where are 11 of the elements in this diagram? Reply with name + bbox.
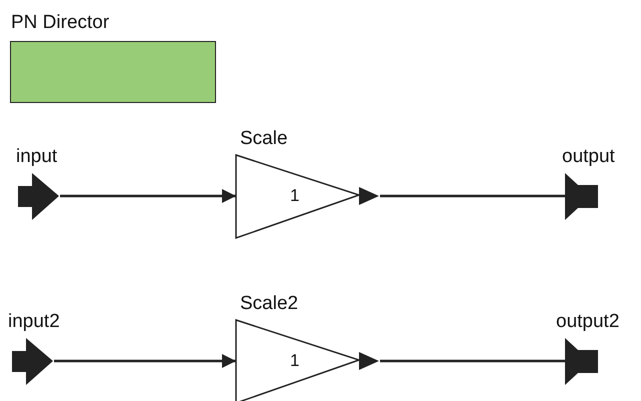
connector-arrow bbox=[54, 354, 236, 368]
port-label: input bbox=[16, 146, 58, 168]
gain-value: 1 bbox=[290, 185, 300, 207]
director-label: PN Director bbox=[11, 12, 110, 34]
block-label: Scale bbox=[240, 128, 288, 150]
gain-value: 1 bbox=[290, 350, 300, 372]
connector-arrow bbox=[60, 189, 236, 203]
port-label: input2 bbox=[8, 311, 60, 333]
port-label: output2 bbox=[556, 311, 620, 333]
block-label: Scale2 bbox=[240, 293, 298, 315]
port-label: output bbox=[562, 146, 615, 168]
